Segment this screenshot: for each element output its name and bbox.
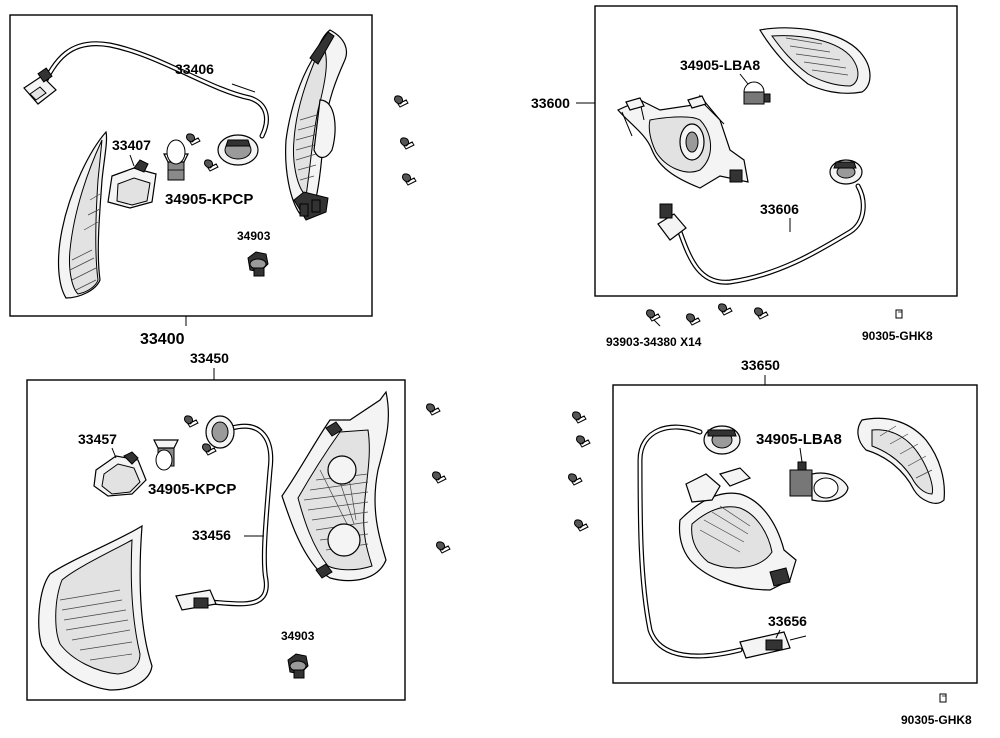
rear-left-group: 33450 33457 34905-KPCP 33456 34903 bbox=[26, 350, 451, 701]
harness-33656 bbox=[637, 424, 807, 659]
label-34905-lba8-front: 34905-LBA8 bbox=[680, 57, 760, 73]
harness-33406 bbox=[23, 41, 269, 166]
housing-front-right bbox=[617, 94, 749, 189]
label-34903-front: 34903 bbox=[237, 229, 271, 243]
housing-front-left bbox=[285, 29, 348, 221]
bulb-34905-kpcp-rear bbox=[153, 439, 179, 471]
label-34905-kpcp-rear: 34905-KPCP bbox=[148, 481, 236, 498]
front-left-box bbox=[9, 14, 373, 317]
label-90305-ghk8-upper: 90305-GHK8 bbox=[862, 329, 933, 343]
label-90305-ghk8-lower: 90305-GHK8 bbox=[901, 713, 972, 727]
front-right-box bbox=[594, 5, 958, 297]
label-93903-34380: 93903-34380 X14 bbox=[606, 335, 702, 349]
grommet-34903-rear bbox=[287, 653, 309, 679]
nut-upper-icon bbox=[895, 309, 903, 319]
label-34905-lba8-rear: 34905-LBA8 bbox=[756, 431, 842, 448]
lens-rear-right bbox=[857, 417, 945, 504]
label-33650: 33650 bbox=[741, 357, 780, 373]
label-34903-rear: 34903 bbox=[281, 629, 315, 643]
label-33656: 33656 bbox=[768, 613, 807, 629]
label-33406: 33406 bbox=[175, 61, 214, 77]
grommet-34903-front bbox=[247, 251, 269, 277]
front-left-group: 33406 33407 34905-KPCP 34903 33400 bbox=[9, 14, 417, 348]
rear-right-box bbox=[612, 384, 978, 684]
housing-rear-right bbox=[678, 467, 797, 591]
socket-33457 bbox=[93, 451, 147, 497]
harness-33456 bbox=[175, 415, 274, 611]
bulb-34905-lba8-front bbox=[743, 81, 771, 105]
label-33457: 33457 bbox=[78, 431, 117, 447]
bulb-34905-lba8-rear bbox=[789, 461, 849, 502]
label-33600: 33600 bbox=[531, 95, 570, 111]
harness-33606 bbox=[657, 159, 866, 285]
label-33400: 33400 bbox=[140, 331, 185, 348]
rear-right-group: 33650 34905-LBA8 33656 bbox=[568, 357, 978, 684]
rear-left-box bbox=[26, 379, 406, 701]
socket-33407 bbox=[107, 159, 157, 209]
label-33407: 33407 bbox=[112, 137, 151, 153]
lens-rear-left bbox=[38, 524, 153, 691]
label-33606: 33606 bbox=[760, 201, 799, 217]
front-right-group: 34905-LBA8 33600 33606 bbox=[531, 5, 958, 297]
nut-lower-icon bbox=[939, 693, 947, 703]
lens-front-right bbox=[759, 27, 871, 94]
label-33450: 33450 bbox=[190, 350, 229, 366]
screw-row bbox=[646, 303, 769, 327]
label-33456: 33456 bbox=[192, 527, 231, 543]
housing-rear-left bbox=[281, 390, 389, 582]
label-34905-kpcp-front: 34905-KPCP bbox=[165, 191, 253, 208]
lens-front-left bbox=[57, 130, 108, 299]
bulb-34905-kpcp-front bbox=[163, 139, 189, 181]
